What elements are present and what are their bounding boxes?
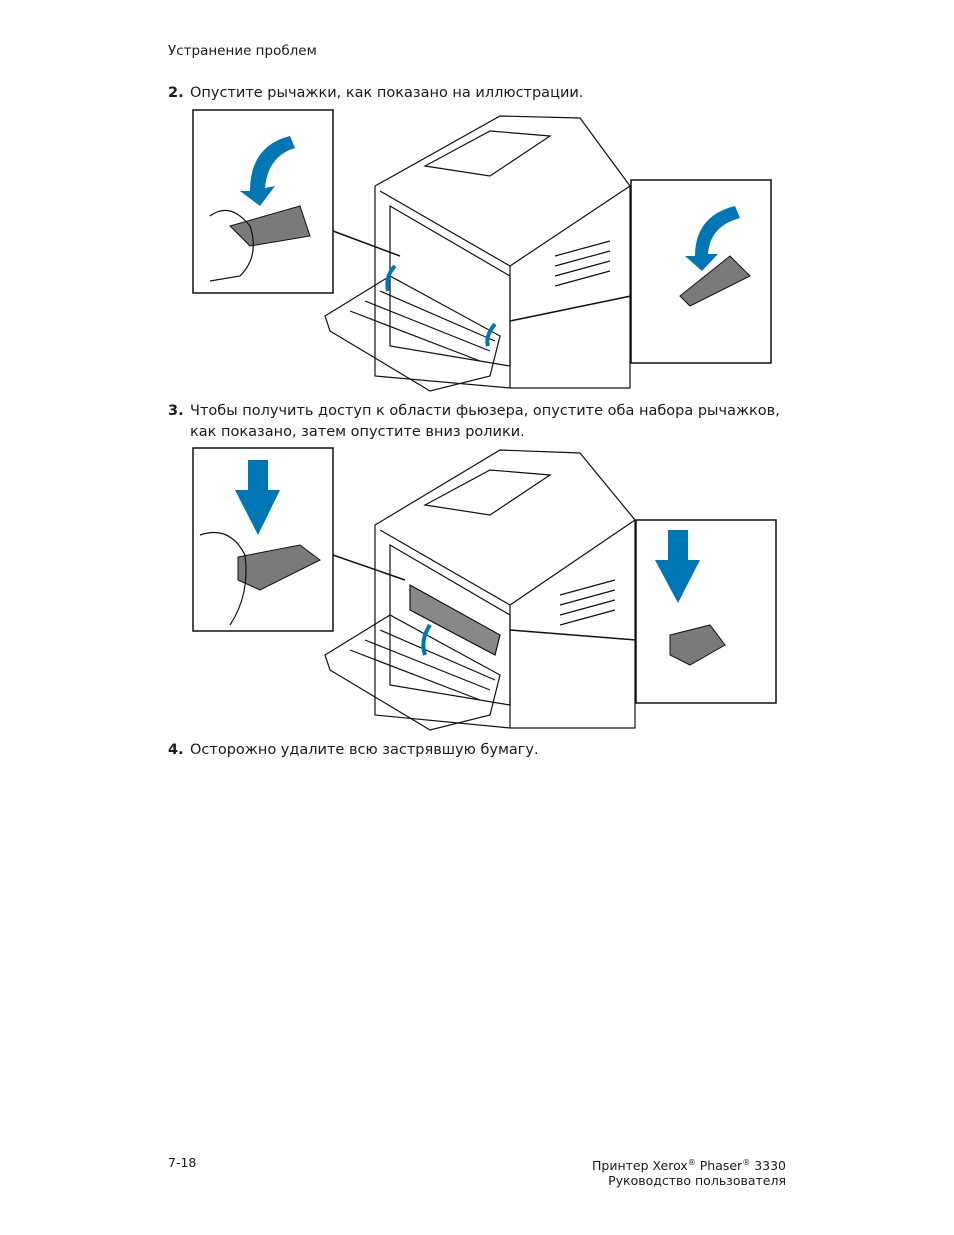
footer-guide: Руководство пользователя <box>608 1173 786 1188</box>
step-number: 4. <box>168 742 184 758</box>
step-3: 3. Чтобы получить доступ к области фьюзе… <box>168 401 798 443</box>
step-2: 2. Опустите рычажки, как показано на илл… <box>168 83 798 104</box>
arrow-down-icon <box>240 136 295 206</box>
step-text: Осторожно удалите всю застрявшую бумагу. <box>190 742 539 758</box>
inset-right <box>635 519 777 704</box>
arrow-down-icon <box>685 206 740 271</box>
lever-icon <box>229 205 311 247</box>
illustration-lower-rollers <box>192 447 777 731</box>
step-number: 2. <box>168 85 184 101</box>
hand-icon <box>209 209 254 282</box>
product-model: 3330 <box>754 1158 786 1174</box>
step-text: Опустите рычажки, как показано на иллюст… <box>190 85 584 101</box>
reg-mark: ® <box>742 1158 751 1167</box>
lever-icon <box>669 624 726 666</box>
printer-drawing <box>324 115 631 392</box>
step-number: 3. <box>168 403 184 419</box>
reg-mark: ® <box>687 1158 696 1167</box>
arrow-down-icon <box>235 460 280 535</box>
product-prefix: Принтер Xerox <box>592 1158 688 1174</box>
section-header: Устранение проблем <box>168 43 317 59</box>
footer-product: Принтер Xerox® Phaser® 3330 <box>592 1154 786 1175</box>
hand-icon <box>199 531 247 626</box>
printer-drawing <box>324 449 636 731</box>
inset-right <box>630 179 772 364</box>
step-4: 4. Осторожно удалите всю застрявшую бума… <box>168 740 798 761</box>
step-text: Чтобы получить доступ к области фьюзера,… <box>190 403 780 440</box>
illustration-lower-levers <box>192 109 772 392</box>
product-name: Phaser <box>699 1158 743 1174</box>
arrow-down-icon <box>655 530 700 603</box>
page-number: 7-18 <box>168 1155 197 1170</box>
lever-icon <box>679 255 751 307</box>
lever-icon <box>237 544 321 591</box>
